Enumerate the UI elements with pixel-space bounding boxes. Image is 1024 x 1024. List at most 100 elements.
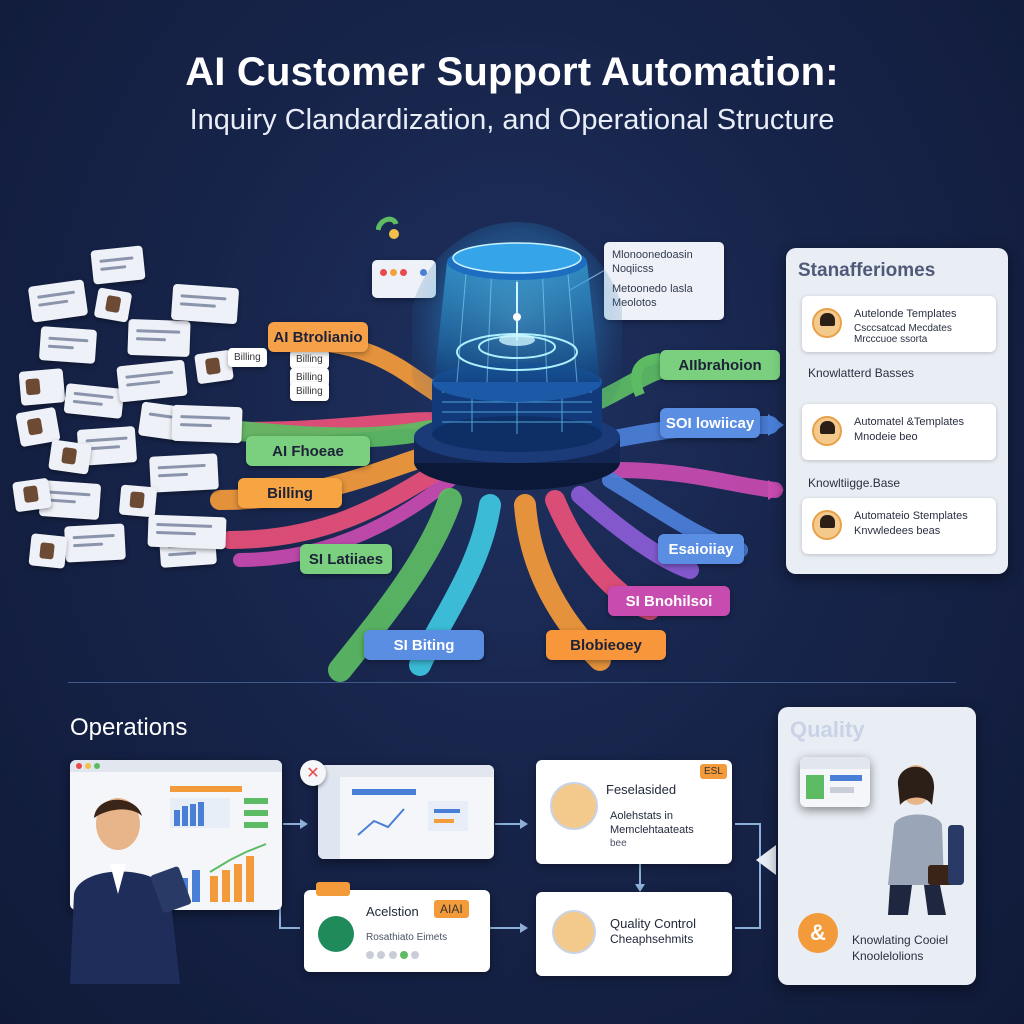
knowledge-base-subhead: Knowltiigge.Base <box>808 476 901 490</box>
quality-control-card[interactable]: Quality Control Cheaphsehmits <box>536 892 732 976</box>
ribbon-magenta-right <box>607 462 783 498</box>
category-pill: AI Btrolianio <box>268 322 368 352</box>
escalation-badge: AIAI <box>434 900 469 918</box>
ticket <box>28 533 68 569</box>
section-divider <box>68 682 956 683</box>
page-title: AI Customer Support Automation: <box>185 50 839 94</box>
callout-line: Meolotos <box>612 297 657 309</box>
standardization-panel: Stanafferiomes Autelonde Templates Csccs… <box>786 248 1008 574</box>
status-dots <box>366 948 420 962</box>
question-icon <box>375 214 399 240</box>
arrowhead-right-2 <box>768 480 784 500</box>
ai-hub-device <box>412 222 622 490</box>
card-avatar <box>318 916 354 952</box>
template-card-line: Mrcccuoe ssorta <box>854 334 928 345</box>
knowledge-icon: & <box>798 913 838 953</box>
agent-avatar <box>550 782 598 830</box>
flow-arrowhead-4 <box>520 923 528 933</box>
flow-arrowhead-2 <box>520 819 528 829</box>
quality-line: Knoolelolions <box>852 949 924 963</box>
ticket <box>38 326 98 364</box>
ticket <box>90 245 146 285</box>
ticket <box>93 287 133 323</box>
agent-card-line: Memclehtaateats <box>610 824 694 836</box>
category-pill: SOI lowiicay <box>660 408 760 438</box>
arrow-green-up <box>631 353 661 397</box>
template-card-subtitle: Csccsatcad Mecdates Mrcccuoe ssorta <box>854 323 952 345</box>
ribbon-pink-low <box>221 461 449 549</box>
escalation-agent-card[interactable]: Feselasided ESL Aolehstats in Memclehtaa… <box>536 760 732 864</box>
ticket <box>63 383 125 419</box>
ticket <box>147 514 227 550</box>
flow-arrow-3 <box>279 880 300 929</box>
template-card-subtitle: Mnodeie beo <box>854 431 918 443</box>
ticket <box>18 368 66 406</box>
quality-line: Knowlating Cooiel <box>852 933 949 947</box>
ribbon-magenta-low <box>233 473 457 567</box>
quality-screen <box>800 757 870 807</box>
badge <box>316 882 350 896</box>
callout-line: Metoonedo lasla <box>612 283 693 295</box>
agent-card-title: Feselasided <box>606 782 677 797</box>
flow-arrowhead-1 <box>300 819 308 829</box>
template-card[interactable]: Automatel &Templates Mnodeie beo <box>802 404 996 460</box>
standardization-title: Stanafferiomes <box>798 260 936 281</box>
agent-card-line: Aolehstats in <box>610 810 673 822</box>
ticket <box>127 318 191 358</box>
category-pill: SI Biting <box>364 630 484 660</box>
escalation-line: Rosathiato Eimets <box>366 932 448 943</box>
category-pill: SI Latiiaes <box>300 544 392 574</box>
avatar <box>812 416 842 446</box>
qc-line: Cheaphsehmits <box>610 932 694 946</box>
ticket-billing-label: Billing <box>290 350 329 369</box>
ticket-billing-label: Billing <box>228 348 267 367</box>
page-subtitle: Inquiry Clandardization, and Operational… <box>189 104 835 136</box>
flow-arrowhead-5 <box>635 884 645 892</box>
category-pill: Esaioiiay <box>658 534 744 564</box>
ribbon-green-down <box>328 488 462 682</box>
category-pill: Blobieoey <box>546 630 666 660</box>
escalation-card[interactable]: Acelstion AIAI Rosathiato Eimets <box>304 882 490 972</box>
avatar <box>812 308 842 338</box>
ribbon-purple-down <box>571 486 699 579</box>
analytics-charts <box>318 777 468 859</box>
template-card[interactable]: Automateio Stemplates Knvwledees beas <box>802 498 996 554</box>
arrowhead-right-1 <box>768 414 784 436</box>
close-icon[interactable]: ✕ <box>300 760 326 786</box>
template-card-title: Automateio Stemplates <box>854 510 968 522</box>
ticket <box>27 279 89 323</box>
template-card-subtitle: Knvwledees beas <box>854 525 941 537</box>
flow-arrow-6 <box>735 823 761 929</box>
category-pill: AIIbrahoion <box>660 350 780 380</box>
ticket <box>171 404 243 444</box>
template-card-line: Csccsatcad Mecdates <box>854 323 952 334</box>
agent-card-line: bee <box>610 838 627 849</box>
qc-avatar <box>552 910 596 954</box>
escalation-title: Acelstion <box>366 904 419 919</box>
ticket <box>170 283 240 325</box>
quality-title: Quality <box>790 717 865 742</box>
template-card[interactable]: Autelonde Templates Csccsatcad Mecdates … <box>802 296 996 352</box>
category-pill: AI Fhoeae <box>246 436 370 466</box>
ticket <box>48 439 92 475</box>
device-callout: Mlonoonedoasin Noqiicss Metoonedo lasla … <box>604 242 724 320</box>
ticket-billing-label: Billing <box>290 382 329 401</box>
template-card-title: Automatel &Templates <box>854 416 965 428</box>
qc-line: Quality Control <box>610 916 696 931</box>
quality-pointer <box>756 845 776 875</box>
ticket <box>116 359 188 403</box>
callout-line: Mlonoonedoasin <box>612 249 693 261</box>
reviewer-figure <box>888 765 964 915</box>
template-card-title: Autelonde Templates <box>854 308 957 320</box>
knowledge-base-subhead: Knowlatterd Basses <box>808 366 915 380</box>
analytics-screen <box>318 765 494 859</box>
quality-panel: Quality & Knowlating Cooiel Knoolelolion… <box>778 707 976 985</box>
category-pill: Billing <box>238 478 342 508</box>
agent-card-badge: ESL <box>700 764 727 779</box>
ticket <box>12 477 52 513</box>
callout-line: Noqiicss <box>612 263 654 275</box>
operator-figure <box>70 798 192 984</box>
ticket <box>149 453 219 493</box>
ticket <box>64 523 126 563</box>
operations-title: Operations <box>70 714 188 741</box>
